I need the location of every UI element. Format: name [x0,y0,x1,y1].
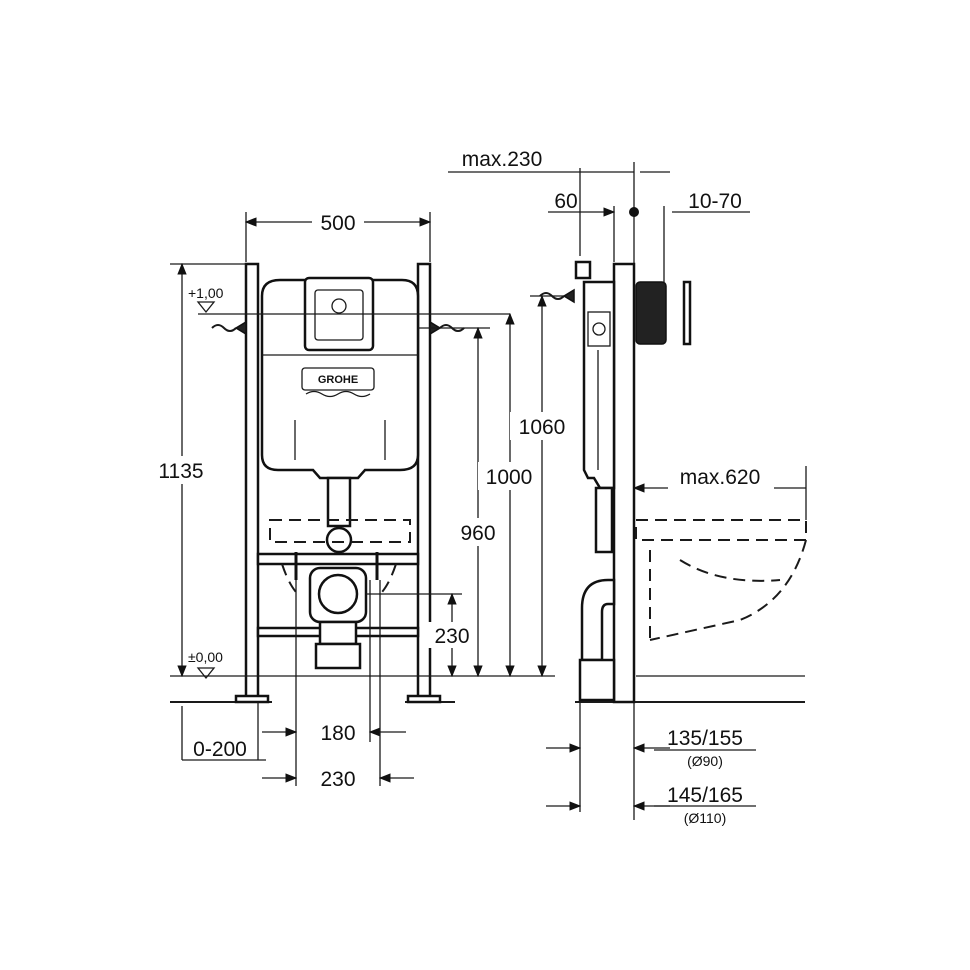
water-inlet-left [211,320,247,336]
svg-text:180: 180 [320,722,355,745]
outlet-side [580,578,616,662]
wc-bowl-outline [635,519,807,641]
frame-left-post [234,262,270,704]
dim-bowl-max620: max.620 [632,464,807,520]
svg-text:±0,00: ±0,00 [188,649,223,665]
frame-side [612,262,636,704]
front-view: GROHE +1,00 ±0,00 [148,208,574,791]
svg-text:GROHE: GROHE [318,374,358,386]
dim-depth-60: 60 [548,190,616,262]
grohe-logo: GROHE [301,367,375,398]
svg-text:0-200: 0-200 [193,738,247,761]
frame-right-post [406,262,442,704]
dim-outlet-230: 230 [366,592,476,678]
svg-text:1060: 1060 [519,416,566,439]
svg-text:230: 230 [320,768,355,791]
dim-wall-10-70: 10-70 [629,190,750,282]
svg-text:(Ø110): (Ø110) [684,810,727,826]
svg-text:max.620: max.620 [680,466,761,489]
dim-outlet-90: 135/155 (Ø90) [546,702,756,769]
dim-depth-max230: max.230 [448,148,670,256]
svg-text:230: 230 [434,625,469,648]
cistern-side [582,280,616,490]
svg-text:(Ø90): (Ø90) [687,753,723,769]
svg-text:500: 500 [320,212,355,235]
svg-text:1135: 1135 [158,460,203,483]
dim-height-1135: 1135 [148,262,246,678]
svg-text:max.230: max.230 [462,148,543,171]
cistern [260,278,420,480]
svg-text:+1,00: +1,00 [188,285,224,301]
dim-inlet-1060: 1060 [510,294,574,678]
dim-bolt-230: 230 [262,580,414,791]
svg-text:10-70: 10-70 [688,190,742,213]
dim-flush-960: 960 [418,326,504,678]
dim-foot-0-200: 0-200 [181,702,266,761]
dim-width-500: 500 [244,208,432,262]
svg-text:60: 60 [554,190,577,213]
svg-text:960: 960 [460,522,495,545]
svg-text:135/155: 135/155 [667,727,743,750]
dim-inlet-1000: 1000 [478,312,540,678]
dim-outlet-110: 145/165 (Ø110) [546,760,756,826]
svg-text:1000: 1000 [486,466,533,489]
side-view: max.230 60 10-70 max.620 [448,148,807,826]
svg-text:145/165: 145/165 [667,784,743,807]
dim-bolt-180: 180 [262,580,406,786]
